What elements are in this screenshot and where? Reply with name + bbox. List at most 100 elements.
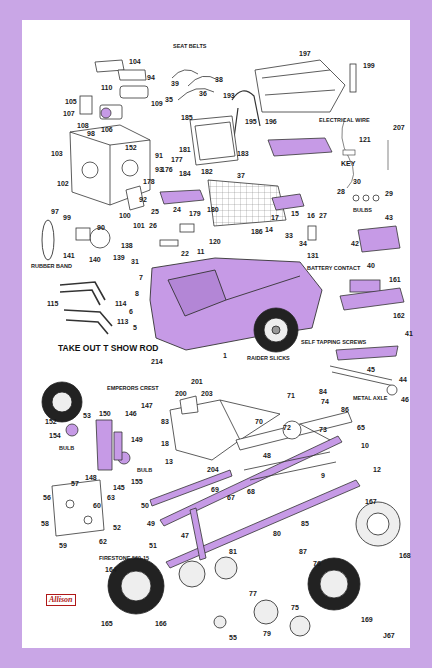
callout-number: 5 bbox=[132, 324, 138, 331]
callout-number: 44 bbox=[398, 376, 408, 383]
callout-number: 51 bbox=[148, 542, 158, 549]
callout-number: 179 bbox=[188, 210, 202, 217]
rubber-band bbox=[42, 220, 54, 260]
callout-number: 43 bbox=[384, 214, 394, 221]
callout-number: 60 bbox=[92, 502, 102, 509]
callout-number: 185 bbox=[180, 114, 194, 121]
callout-number: 200 bbox=[174, 390, 188, 397]
frame-rails-stroke bbox=[150, 470, 232, 506]
callout-number: 68 bbox=[246, 488, 256, 495]
callout-number: 57 bbox=[70, 480, 80, 487]
callout-number: 47 bbox=[180, 532, 190, 539]
callout-number: 207 bbox=[392, 124, 406, 131]
callout-number: 165 bbox=[100, 620, 114, 627]
callout-number: 56 bbox=[42, 494, 52, 501]
bell-housing bbox=[101, 108, 111, 118]
callout-number: KEY bbox=[340, 160, 356, 167]
top-stroke bbox=[255, 60, 345, 112]
valve-covers-stroke bbox=[118, 70, 146, 80]
electrical-wire bbox=[342, 118, 388, 188]
battery-stroke bbox=[358, 226, 400, 252]
part-name: METAL AXLE bbox=[352, 396, 388, 402]
valve-covers-stroke bbox=[80, 96, 92, 114]
callout-number: 154 bbox=[48, 432, 62, 439]
headlights-stroke bbox=[66, 424, 78, 436]
callout-number: 33 bbox=[284, 232, 294, 239]
top-stroke bbox=[350, 64, 356, 92]
engine-block-stroke bbox=[100, 105, 122, 119]
small-parts-top-stroke bbox=[373, 195, 379, 201]
callout-number: 107 bbox=[62, 110, 76, 117]
callout-number: 11 bbox=[196, 248, 205, 255]
rear-axle-stroke bbox=[250, 462, 336, 480]
callout-number: 45 bbox=[366, 366, 376, 373]
callout-number: 71 bbox=[286, 392, 296, 399]
callout-number: 113 bbox=[116, 318, 129, 325]
callout-number: 62 bbox=[98, 538, 108, 545]
headers-stroke bbox=[60, 290, 100, 305]
callout-number: 90 bbox=[96, 224, 106, 231]
callout-number: J67 bbox=[382, 632, 396, 639]
callout-number: 73 bbox=[318, 426, 328, 433]
callout-number: 83 bbox=[160, 418, 170, 425]
bottom-wheels-stroke bbox=[290, 616, 310, 636]
callout-number: 99 bbox=[62, 214, 72, 221]
small-parts-top bbox=[160, 195, 379, 246]
bottom-wheels-stroke bbox=[356, 502, 400, 546]
callout-number: 204 bbox=[206, 466, 220, 473]
part-name: BULBS bbox=[352, 208, 373, 214]
radiator-shell bbox=[336, 346, 398, 360]
body-tub-stroke bbox=[168, 270, 226, 316]
callout-number: 97 bbox=[50, 208, 60, 215]
part-name: SELF TAPPING SCREWS bbox=[300, 340, 367, 346]
callout-number: 166 bbox=[154, 620, 168, 627]
part-name: FIRESTONE 560-15 bbox=[98, 556, 150, 562]
callout-number: 181 bbox=[178, 146, 192, 153]
bottom-wheels-stroke bbox=[179, 561, 205, 587]
headers bbox=[60, 282, 112, 334]
callout-number: 25 bbox=[150, 208, 160, 215]
seat-belts-stroke bbox=[172, 70, 198, 78]
front-tire-stroke bbox=[272, 326, 280, 334]
callout-number: 67 bbox=[226, 494, 236, 501]
seat-belts-stroke bbox=[188, 76, 218, 86]
suspension-bits-stroke bbox=[300, 424, 330, 440]
rear-axle-stroke bbox=[244, 452, 330, 470]
callout-number: 49 bbox=[146, 520, 156, 527]
callout-number: 201 bbox=[190, 378, 204, 385]
callout-number: 42 bbox=[350, 240, 360, 247]
headers-stroke bbox=[64, 310, 112, 326]
callout-number: 72 bbox=[282, 424, 292, 431]
callout-number: 121 bbox=[358, 136, 372, 143]
callout-number: 177 bbox=[170, 156, 184, 163]
dashboard-stroke bbox=[272, 194, 304, 210]
callout-number: 77 bbox=[248, 590, 258, 597]
callout-number: 80 bbox=[272, 530, 282, 537]
callout-number: 145 bbox=[112, 484, 126, 491]
callout-number: 59 bbox=[58, 542, 68, 549]
small-parts-top-stroke bbox=[353, 195, 359, 201]
headlights bbox=[66, 420, 130, 470]
part-name: EMPERORS CREST bbox=[106, 386, 160, 392]
top bbox=[255, 60, 356, 112]
frame-rails-stroke bbox=[190, 508, 206, 560]
callout-number: 65 bbox=[356, 424, 366, 431]
callout-number: 152 bbox=[44, 418, 58, 425]
callout-number: 35 bbox=[164, 96, 174, 103]
part-name: BULB bbox=[58, 446, 75, 452]
part-name: ELECTRICAL WIRE bbox=[318, 118, 371, 124]
callout-number: 197 bbox=[298, 50, 312, 57]
front-tire-stroke bbox=[264, 318, 288, 342]
windshield-glass-stroke bbox=[268, 138, 332, 156]
headlights-stroke bbox=[114, 432, 122, 460]
frame-rails-stroke bbox=[160, 436, 342, 526]
frame-rails-stroke bbox=[166, 480, 360, 568]
callout-number: 55 bbox=[228, 634, 238, 641]
callout-number: 15 bbox=[290, 210, 300, 217]
callout-number: 150 bbox=[98, 410, 112, 417]
callout-number: 36 bbox=[198, 90, 208, 97]
callout-number: 139 bbox=[112, 254, 126, 261]
bottom-wheels-stroke bbox=[320, 570, 348, 598]
engine-block-stroke bbox=[122, 160, 138, 176]
